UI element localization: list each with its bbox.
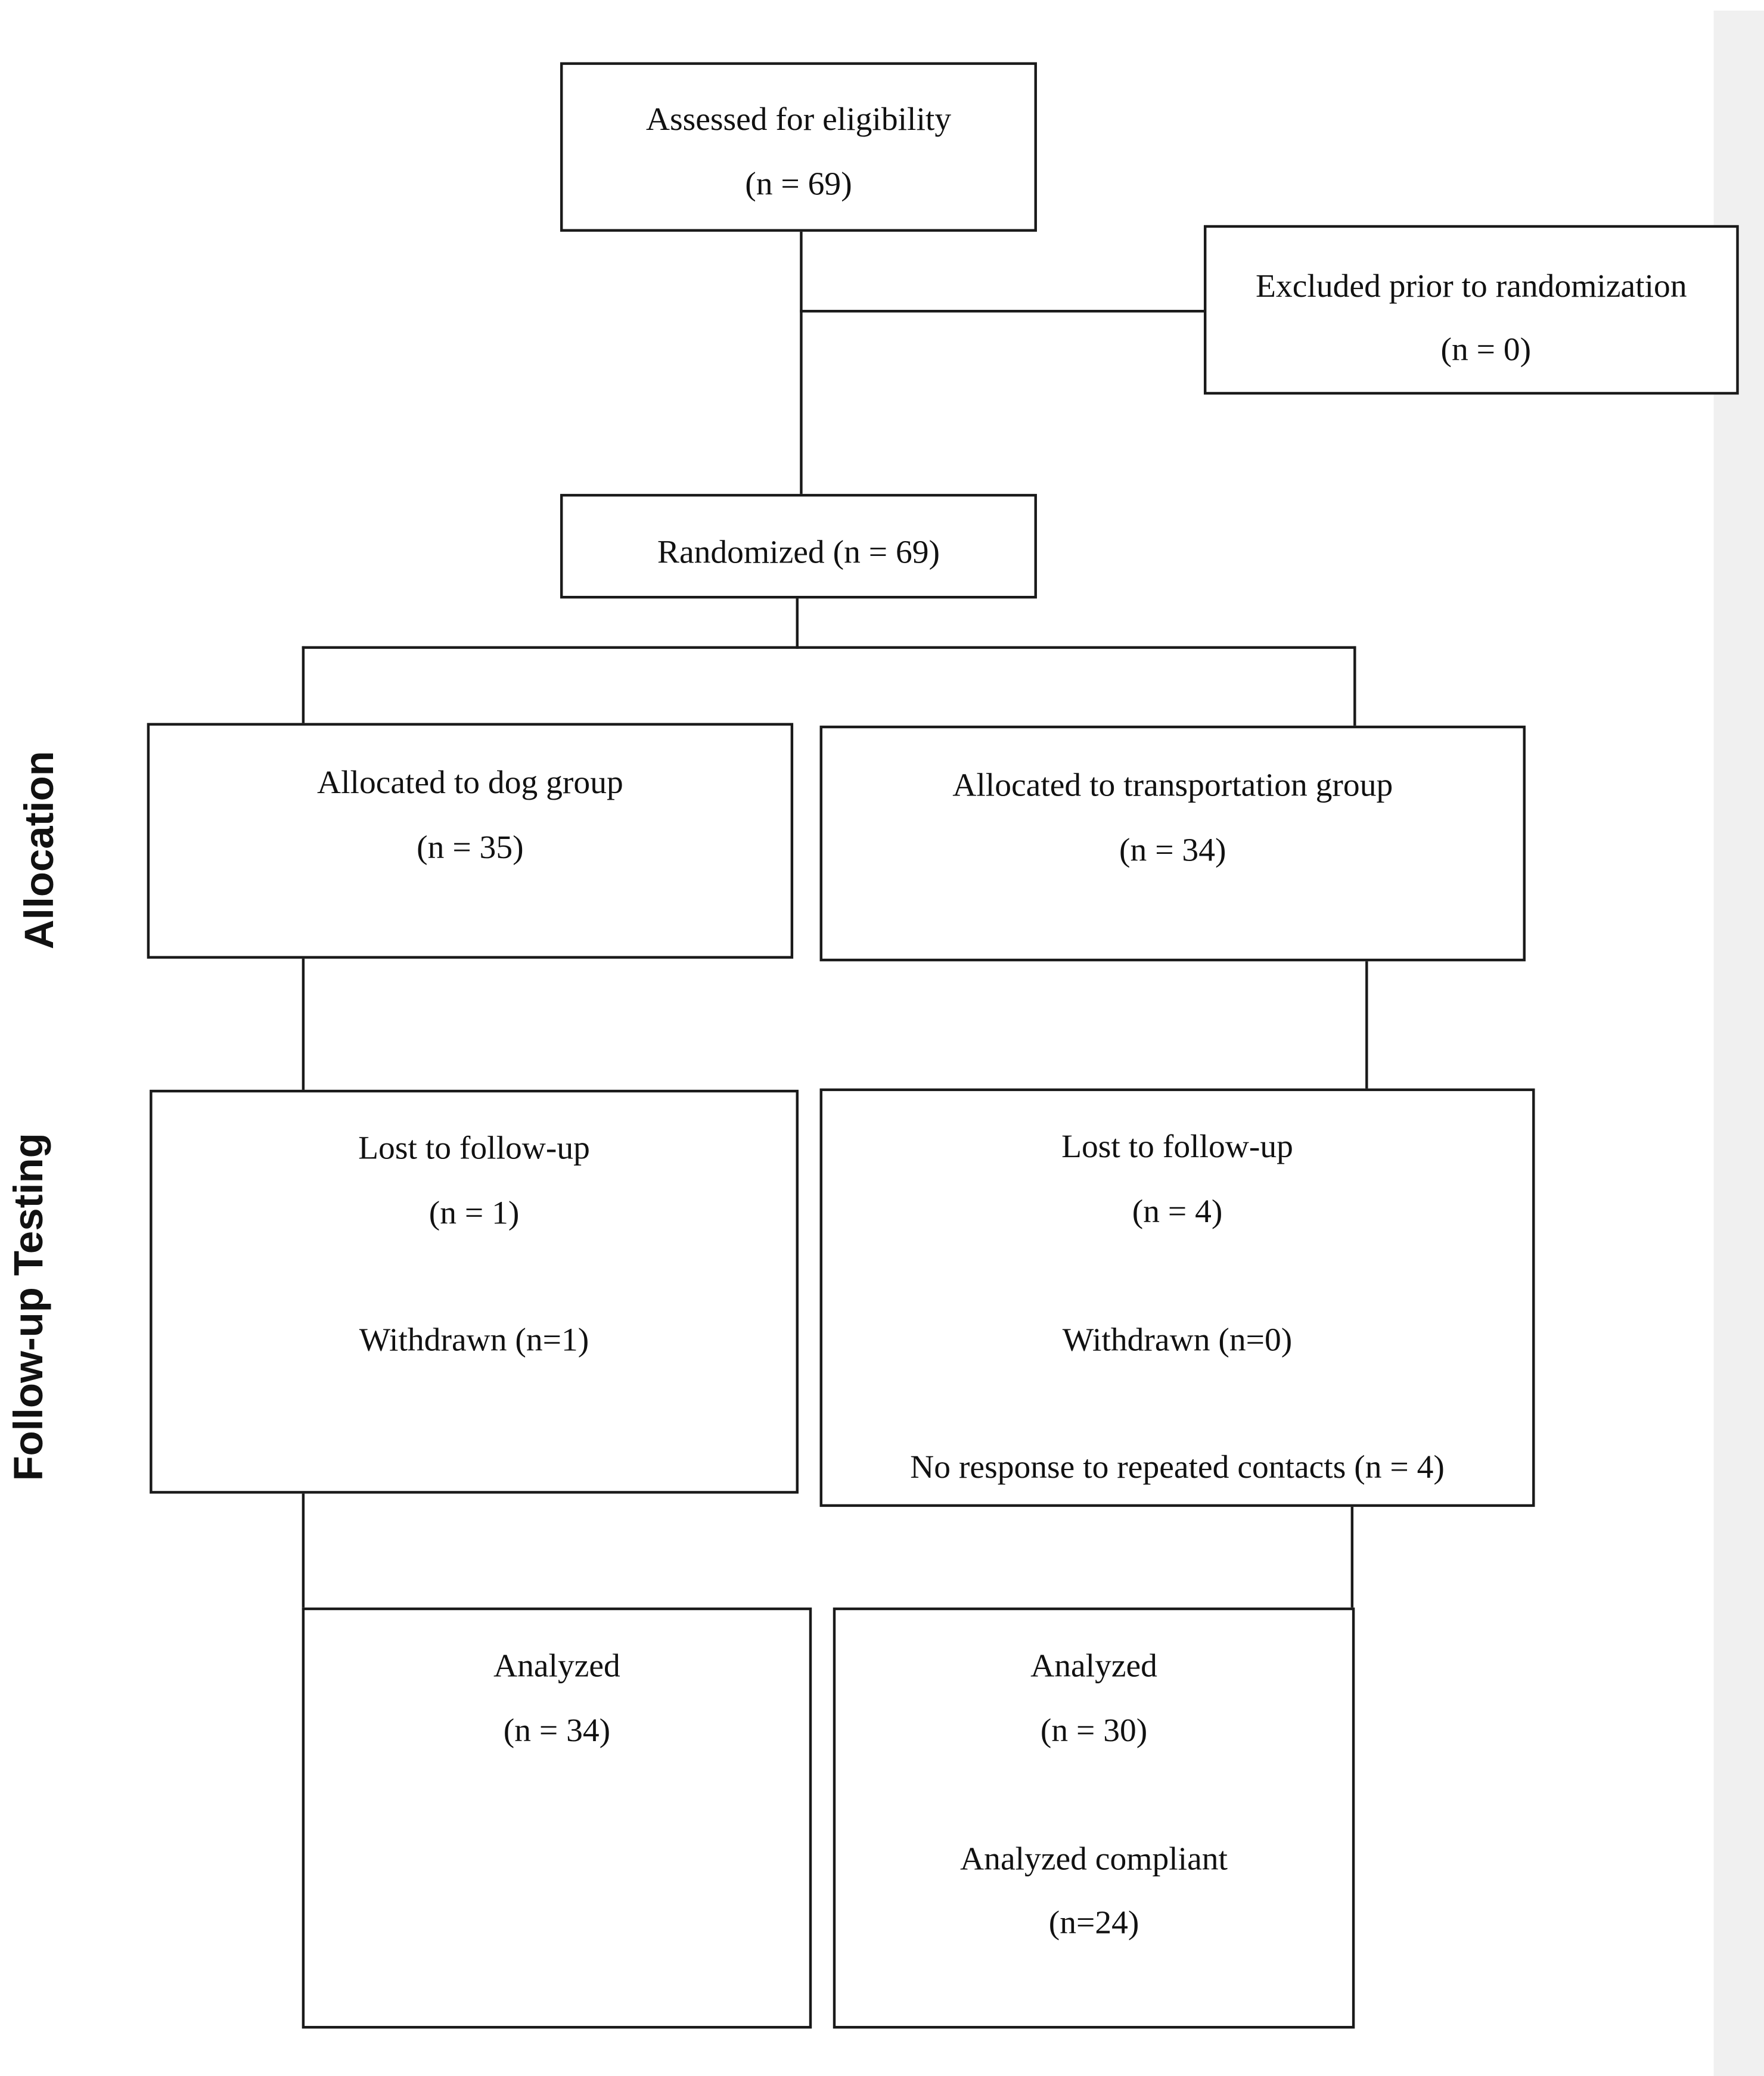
excluded-box: Excluded prior to randomization (n = 0) xyxy=(1203,225,1739,395)
connector-to-dog-group xyxy=(302,646,305,726)
dog-lost-count: (n = 1) xyxy=(428,1195,520,1232)
connector-dog-to-followup xyxy=(302,948,305,1094)
transport-lost-count: (n = 4) xyxy=(1132,1194,1223,1230)
eligibility-count: (n = 69) xyxy=(745,166,852,203)
transport-group-title: Allocated to transportation group xyxy=(952,767,1393,804)
transport-analyzed-count: (n = 30) xyxy=(1040,1713,1148,1749)
connector-to-excluded xyxy=(800,309,1206,313)
randomized-box: Randomized (n = 69) xyxy=(560,493,1037,599)
connector-randomized-down xyxy=(796,595,799,649)
dog-group-box: Allocated to dog group (n = 35) xyxy=(147,723,794,959)
connector-transport-to-analyzed xyxy=(1350,1505,1354,1611)
excluded-title: Excluded prior to randomization xyxy=(1256,269,1687,305)
transport-lost-label: Lost to follow-up xyxy=(1061,1129,1293,1166)
connector-transport-to-followup xyxy=(1365,948,1368,1092)
connector-to-transport-group xyxy=(1353,646,1356,729)
transport-withdrawn: Withdrawn (n=0) xyxy=(1062,1322,1293,1359)
dog-withdrawn: Withdrawn (n=1) xyxy=(359,1322,589,1359)
connector-eligibility-to-randomized xyxy=(800,230,803,497)
dog-analyzed-box: Analyzed (n = 34) xyxy=(302,1607,812,2029)
randomized-title: Randomized (n = 69) xyxy=(657,534,940,571)
transport-group-count: (n = 34) xyxy=(1119,832,1226,869)
eligibility-box: Assessed for eligibility (n = 69) xyxy=(560,62,1037,232)
transport-followup-box: Lost to follow-up (n = 4) Withdrawn (n=0… xyxy=(819,1088,1535,1507)
excluded-count: (n = 0) xyxy=(1440,332,1532,368)
follow-up-testing-label: Follow-up Testing xyxy=(5,1133,52,1481)
transport-compliant-label: Analyzed compliant xyxy=(960,1842,1228,1878)
connector-allocation-split xyxy=(302,646,1356,649)
dog-analyzed-count: (n = 34) xyxy=(503,1713,611,1749)
connector-dog-to-analyzed xyxy=(302,1491,305,1611)
transport-analyzed-box: Analyzed (n = 30) Analyzed compliant (n=… xyxy=(833,1607,1355,2029)
transport-compliant-count: (n=24) xyxy=(1048,1905,1139,1941)
transport-analyzed-title: Analyzed xyxy=(1030,1648,1157,1685)
dog-group-count: (n = 35) xyxy=(417,830,524,866)
transport-group-box: Allocated to transportation group (n = 3… xyxy=(819,725,1526,962)
allocation-label: Allocation xyxy=(15,751,63,950)
dog-analyzed-title: Analyzed xyxy=(493,1648,620,1685)
dog-group-title: Allocated to dog group xyxy=(316,765,623,801)
transport-no-response: No response to repeated contacts (n = 4) xyxy=(910,1450,1445,1486)
dog-lost-label: Lost to follow-up xyxy=(358,1130,590,1167)
dog-followup-box: Lost to follow-up (n = 1) Withdrawn (n=1… xyxy=(150,1089,799,1494)
eligibility-title: Assessed for eligibility xyxy=(645,102,952,138)
